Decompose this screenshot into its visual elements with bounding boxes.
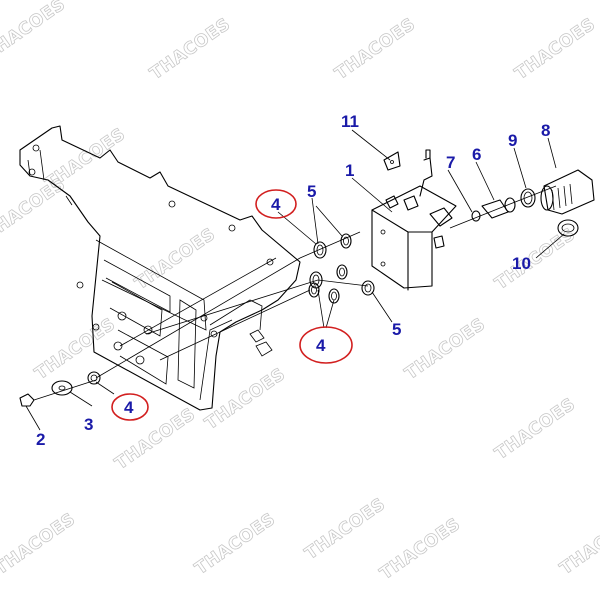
highlight-circle bbox=[299, 326, 353, 364]
callout-label-1: 1 bbox=[345, 161, 354, 180]
callout-label-7: 7 bbox=[446, 153, 455, 172]
watermark: THACOES bbox=[146, 14, 234, 84]
part-2-bolt bbox=[19, 393, 35, 407]
callout-label-4: 4 bbox=[124, 398, 134, 417]
highlight-circle bbox=[255, 189, 297, 219]
watermark: THACOES bbox=[301, 494, 389, 564]
callout-label-2: 2 bbox=[36, 430, 45, 449]
assembly-lines bbox=[33, 185, 557, 401]
watermark: THACOES bbox=[0, 174, 69, 244]
callout-label-10: 10 bbox=[512, 254, 531, 273]
callout-label-6: 6 bbox=[472, 145, 481, 164]
watermark: THACOES bbox=[191, 509, 279, 579]
callout-label-11: 11 bbox=[341, 112, 359, 131]
callout-label-3: 3 bbox=[84, 415, 93, 434]
callout-label-8: 8 bbox=[541, 121, 550, 140]
highlight-circles bbox=[111, 189, 353, 421]
watermark: THACOES bbox=[331, 14, 419, 84]
part-1-valve-block bbox=[371, 149, 457, 291]
seal-rings bbox=[87, 233, 375, 385]
callout-label-5: 5 bbox=[307, 182, 316, 201]
callout-label-4: 4 bbox=[316, 336, 326, 355]
watermark: THACOES bbox=[0, 0, 69, 64]
part-9-nut bbox=[520, 188, 536, 208]
callout-label-9: 9 bbox=[508, 131, 517, 150]
watermark: THACOES bbox=[401, 314, 489, 384]
watermark: THACOES bbox=[131, 224, 219, 294]
part-7-fitting bbox=[471, 210, 481, 222]
highlight-circle bbox=[111, 393, 149, 421]
watermark: THACOES bbox=[376, 514, 464, 584]
watermark: THACOES bbox=[31, 314, 119, 384]
part-3-washer bbox=[51, 380, 73, 396]
part-10-clip bbox=[557, 219, 579, 237]
watermark: THACOES bbox=[511, 14, 599, 84]
mounting-bracket bbox=[19, 125, 301, 411]
watermark: THACOES bbox=[556, 509, 600, 579]
part-6-adapter bbox=[481, 197, 516, 219]
watermark: THACOES bbox=[491, 394, 579, 464]
watermark-layer: THACOES THACOES THACOES THACOES THACOES … bbox=[0, 0, 600, 584]
callout-labels: 11 1 5 4 7 6 9 8 10 4 5 4 3 2 bbox=[36, 112, 550, 449]
watermark: THACOES bbox=[0, 509, 79, 579]
callout-label-5: 5 bbox=[392, 320, 401, 339]
part-8-sensor bbox=[540, 169, 595, 215]
part-11-plate bbox=[383, 151, 401, 171]
leader-lines bbox=[25, 129, 565, 431]
callout-label-4: 4 bbox=[271, 195, 281, 214]
watermark: THACOES bbox=[491, 224, 579, 294]
